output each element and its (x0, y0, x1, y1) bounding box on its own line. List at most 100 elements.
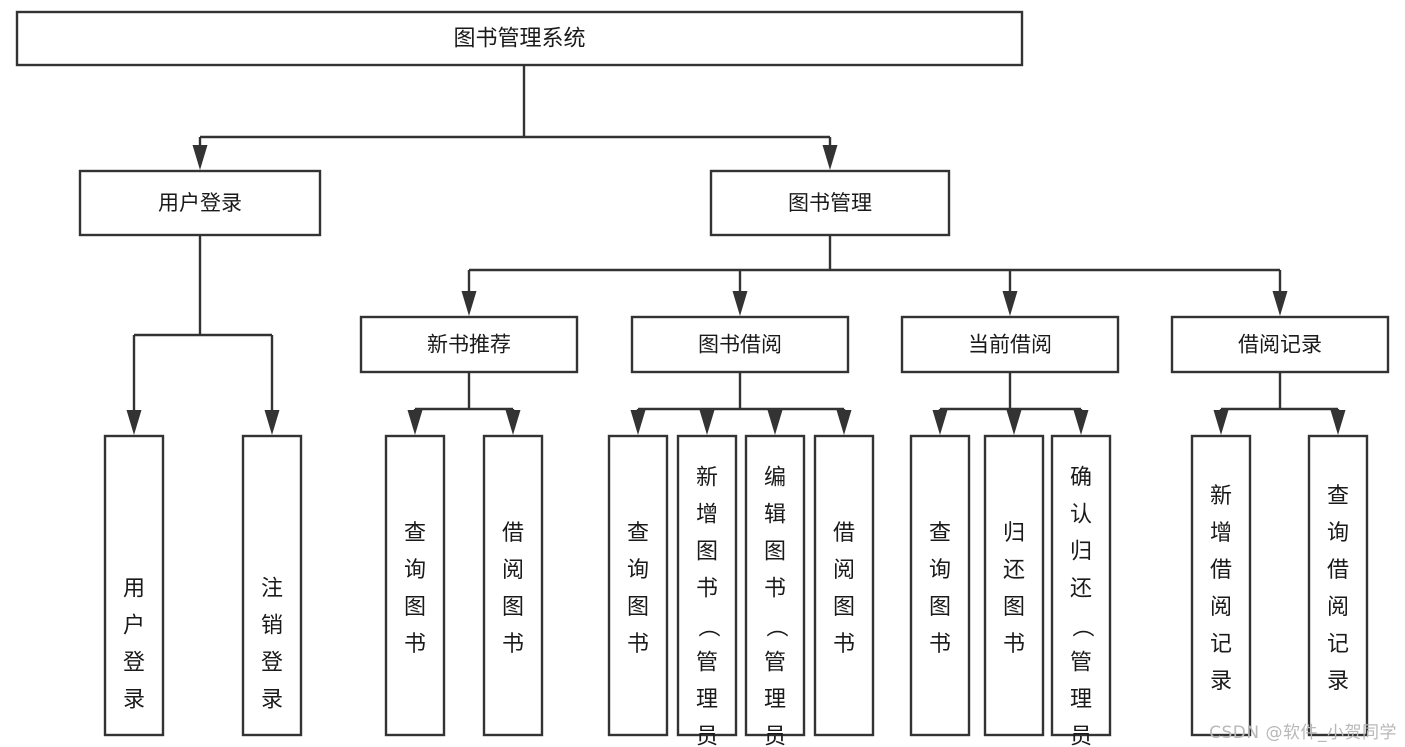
node-label: 图书管理系统 (453, 27, 585, 52)
node-label-char: 借 (1210, 558, 1232, 583)
node-label-char: （ (1069, 615, 1094, 637)
node-label-char: 图 (696, 540, 718, 565)
node-leaf-user-login[interactable]: 用户登录 (103, 434, 165, 737)
arrow-head-icon (407, 410, 423, 435)
node-label-char: 员 (696, 725, 718, 747)
node-user-login[interactable]: 用户登录 (78, 169, 322, 237)
nodes-layer: 图书管理系统用户登录图书管理新书推荐图书借阅当前借阅借阅记录用户登录注销登录查询… (15, 10, 1390, 747)
node-label-char: 用 (123, 577, 145, 602)
node-label-char: 图 (502, 595, 524, 620)
node-new-book-recommend[interactable]: 新书推荐 (359, 315, 579, 374)
arrow-head-icon (1006, 410, 1022, 435)
arrow-head-icon (126, 410, 142, 435)
node-label-char: 阅 (1210, 595, 1232, 620)
arrow-head-icon (505, 410, 521, 435)
arrow-head-icon (1213, 410, 1229, 435)
node-label-char: 图 (833, 595, 855, 620)
arrow-head-icon (1073, 410, 1089, 435)
connector-root-to-level2 (192, 65, 838, 170)
node-label-char: 书 (627, 632, 649, 657)
node-label-char: 归 (1070, 540, 1092, 565)
node-book-manage[interactable]: 图书管理 (709, 169, 951, 237)
node-label-char: 还 (1070, 577, 1092, 602)
node-label: 图书借阅 (698, 333, 782, 357)
node-label-char: 阅 (1327, 595, 1349, 620)
node-label-char: 新 (1210, 484, 1232, 509)
node-label-char: 销 (261, 614, 283, 639)
connector-userlogin-to-leaves (126, 235, 280, 435)
node-label-char: 管 (764, 651, 786, 676)
node-label-char: 记 (1327, 632, 1349, 657)
arrow-head-icon (699, 410, 715, 435)
node-label-char: 辑 (764, 503, 786, 528)
arrow-head-icon (932, 410, 948, 435)
node-label-char: 录 (261, 688, 283, 713)
node-label-char: 户 (123, 614, 145, 639)
node-label-char: 阅 (502, 558, 524, 583)
node-label-char: 借 (502, 521, 524, 546)
node-label-char: 查 (404, 521, 426, 546)
node-label-char: 记 (1210, 632, 1232, 657)
node-root[interactable]: 图书管理系统 (15, 10, 1024, 67)
node-label: 用户登录 (158, 191, 242, 215)
arrow-head-icon (264, 410, 280, 435)
node-label-char: 认 (1070, 503, 1092, 528)
node-label-char: 登 (261, 651, 283, 676)
node-label-char: 书 (404, 632, 426, 657)
arrow-head-icon (822, 145, 838, 170)
node-borrow-record[interactable]: 借阅记录 (1170, 315, 1390, 374)
csdn-watermark: CSDN @软件_小贺同学 (1209, 723, 1397, 743)
node-label-char: 查 (929, 521, 951, 546)
arrow-head-icon (192, 145, 208, 170)
node-label-char: 录 (1210, 669, 1232, 694)
node-label-char: 新 (696, 466, 718, 491)
node-label-char: 借 (1327, 558, 1349, 583)
node-label-char: 书 (833, 632, 855, 657)
node-label-char: 图 (764, 540, 786, 565)
arrow-head-icon (767, 410, 783, 435)
arrow-head-icon (630, 410, 646, 435)
node-label-char: 查 (1327, 484, 1349, 509)
node-label-char: 借 (833, 521, 855, 546)
node-label-char: 录 (1327, 669, 1349, 694)
node-label-char: 理 (1070, 688, 1092, 713)
connector-record-to-leaves (1213, 372, 1346, 435)
node-label-char: 归 (1003, 521, 1025, 546)
node-label-char: 编 (764, 466, 786, 491)
node-label-char: 图 (1003, 595, 1025, 620)
connectors-layer (126, 65, 1346, 435)
node-label-char: 询 (929, 558, 951, 583)
node-label-char: （ (763, 615, 788, 637)
node-label: 借阅记录 (1238, 333, 1322, 357)
node-label-char: 书 (696, 577, 718, 602)
node-label: 图书管理 (788, 191, 872, 215)
node-label-char: 增 (696, 503, 718, 528)
node-label-char: 询 (1327, 521, 1349, 546)
node-label-char: 管 (1070, 651, 1092, 676)
node-label-char: 书 (502, 632, 524, 657)
connector-borrow-to-leaves (630, 372, 852, 435)
arrow-head-icon (461, 291, 477, 316)
node-label-char: 查 (627, 521, 649, 546)
node-label-char: 增 (1210, 521, 1232, 546)
node-label-char: 注 (261, 577, 283, 602)
arrow-head-icon (1272, 291, 1288, 316)
node-label-char: 图 (404, 595, 426, 620)
node-label-char: 询 (627, 558, 649, 583)
node-current-borrow[interactable]: 当前借阅 (900, 315, 1120, 374)
node-book-borrow[interactable]: 图书借阅 (630, 315, 850, 374)
node-label-char: 书 (1003, 632, 1025, 657)
